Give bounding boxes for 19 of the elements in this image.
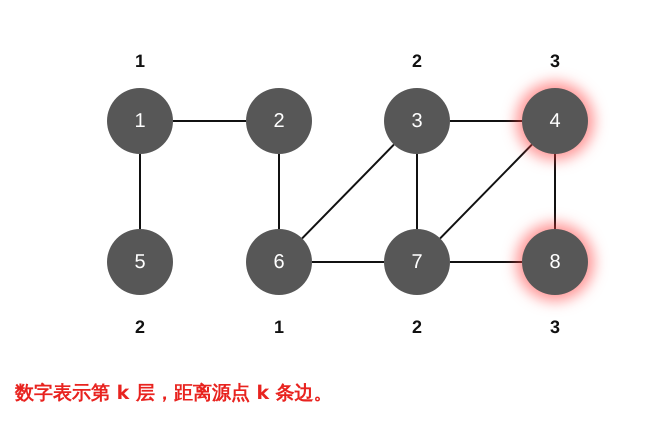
level-number: 2 bbox=[412, 51, 422, 72]
caption: 数字表示第 k 层，距离源点 k 条边。 bbox=[15, 381, 333, 406]
level-number: 1 bbox=[274, 317, 284, 338]
connector-line bbox=[439, 144, 533, 240]
connector-line bbox=[416, 154, 418, 229]
level-number: 2 bbox=[412, 317, 422, 338]
connector-line bbox=[554, 154, 556, 229]
connector-line bbox=[301, 144, 395, 240]
level-number: 2 bbox=[135, 317, 145, 338]
connector-line bbox=[312, 261, 384, 263]
connector-line bbox=[450, 120, 522, 122]
level-number: 3 bbox=[550, 317, 560, 338]
connector-line bbox=[173, 120, 246, 122]
connector-line bbox=[450, 261, 522, 263]
level-number: 3 bbox=[550, 51, 560, 72]
level-number: 1 bbox=[135, 51, 145, 72]
connector-line bbox=[139, 154, 141, 229]
graph-node-circle: 2 bbox=[246, 88, 312, 154]
connector-line bbox=[278, 154, 280, 229]
